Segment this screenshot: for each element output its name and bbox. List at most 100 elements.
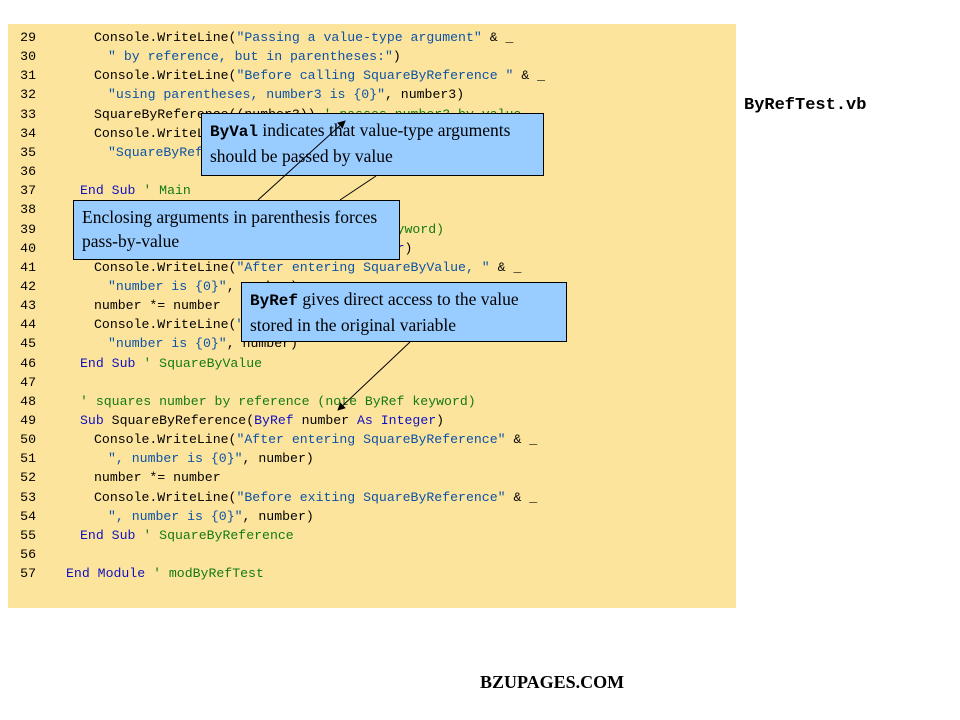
line-number: 48: [20, 393, 36, 409]
line-number: 38: [20, 202, 36, 218]
code-text: & _: [481, 30, 514, 45]
code-line: 30 " by reference, but in parentheses:"): [8, 47, 401, 66]
line-number: 54: [20, 508, 36, 524]
code-comment: ' modByRefTest: [153, 566, 264, 582]
parens-callout: Enclosing arguments in parenthesis force…: [73, 200, 400, 260]
code-text: Console.WriteLine(: [94, 30, 237, 45]
line-number: 47: [20, 374, 36, 390]
code-text: & _: [505, 489, 538, 505]
arrow-parens-to-line33: [339, 175, 377, 201]
code-line: 50 Console.WriteLine("After entering Squa…: [8, 430, 537, 449]
code-string: "After entering SquareByValue, ": [236, 259, 490, 275]
code-string: "Before exiting SquareByReference": [236, 489, 506, 505]
code-line: 52 number *= number: [8, 468, 221, 487]
line-number: 40: [20, 240, 36, 256]
code-comment: ' SquareByValue: [143, 355, 263, 371]
line-number: 43: [20, 298, 36, 314]
code-line: 32"using parentheses, number3 is {0}", n…: [8, 85, 464, 104]
code-text: , number): [242, 508, 314, 524]
line-number: 36: [20, 164, 36, 180]
line-number: 56: [20, 547, 36, 563]
code-text: SquareByReference(: [103, 413, 255, 428]
code-line: 37 End Sub ' Main: [8, 181, 191, 200]
code-string: "number is {0}": [108, 336, 227, 352]
code-line: 53 Console.WriteLine("Before exiting Squa…: [8, 488, 537, 507]
code-text: number *= number: [94, 298, 221, 314]
code-comment: ' Main: [143, 183, 191, 199]
line-number: 52: [20, 470, 36, 486]
byref-callout-text: gives direct access to the value stored …: [250, 289, 519, 335]
byval-callout: ByVal indicates that value-type argument…: [201, 113, 544, 176]
line-number: 44: [20, 317, 36, 333]
code-text: & _: [489, 259, 522, 275]
code-keyword: End Sub: [80, 355, 136, 371]
line-number: 46: [20, 355, 36, 371]
code-string: " by reference, but in parentheses:": [108, 49, 393, 65]
code-string: "Passing a value-type argument": [236, 30, 482, 45]
byref-callout: ByRef gives direct access to the value s…: [241, 282, 567, 342]
line-number: 51: [20, 451, 36, 467]
code-string: ", number is {0}": [108, 451, 243, 467]
code-text: ): [404, 240, 413, 256]
code-keyword: End Sub: [80, 527, 136, 543]
code-comment: ' squares number by reference (note ByRe…: [80, 393, 476, 409]
code-string: ", number is {0}": [108, 508, 243, 524]
footer-watermark: BZUPAGES.COM: [480, 672, 625, 692]
arrow-byref-to-line49: [337, 341, 411, 411]
code-text: ): [392, 49, 401, 65]
code-string: "Before calling SquareByReference ": [236, 68, 514, 84]
line-number: 53: [20, 489, 36, 505]
code-text: , number): [242, 451, 314, 467]
parens-callout-text: Enclosing arguments in parenthesis force…: [82, 207, 378, 251]
line-number: 35: [20, 144, 36, 160]
line-number: 45: [20, 336, 36, 352]
code-text: Console.WriteLine(: [94, 489, 237, 505]
code-line: 51 ", number is {0}", number): [8, 449, 314, 468]
code-line: 55 End Sub ' SquareByReference: [8, 526, 294, 545]
code-string: "using parentheses, number3 is {0}": [108, 87, 385, 103]
code-keyword: As: [357, 413, 373, 428]
line-number: 34: [20, 125, 36, 141]
line-number: 49: [20, 413, 36, 428]
arrow-parens-to-line40: [257, 120, 346, 201]
code-text: & _: [513, 68, 546, 84]
line-number: 33: [20, 106, 36, 122]
code-line: 43 number *= number: [8, 296, 221, 315]
line-number: 32: [20, 87, 36, 103]
code-string: "After entering SquareByReference": [236, 432, 506, 448]
line-number: 29: [20, 30, 36, 45]
code-keyword: Integer: [380, 413, 437, 428]
line-number: 42: [20, 278, 36, 294]
code-line: 54 ", number is {0}", number): [8, 507, 314, 526]
code-line: 47: [8, 373, 52, 392]
code-line: 36: [8, 162, 52, 181]
code-text: Console.WriteLine(: [94, 125, 237, 141]
code-text: number *= number: [94, 470, 221, 486]
line-number: 50: [20, 432, 36, 448]
code-text: ): [436, 413, 445, 428]
code-keyword: End Module: [66, 566, 146, 582]
code-comment: ' SquareByReference: [143, 527, 294, 543]
code-text: number: [293, 413, 358, 428]
code-line: 38: [8, 200, 52, 219]
code-line: 56: [8, 545, 52, 564]
line-number: 30: [20, 49, 36, 65]
file-name-label: ByRefTest.vb: [744, 96, 867, 115]
line-number: 37: [20, 183, 36, 199]
code-keyword: Sub: [80, 413, 104, 428]
code-line: 48 ' squares number by reference (note By…: [8, 392, 476, 411]
code-keyword: End Sub: [80, 183, 136, 199]
line-number: 55: [20, 527, 36, 543]
code-text: Console.WriteLine(: [94, 68, 237, 84]
code-string: "number is {0}": [108, 278, 227, 294]
code-line: 46 End Sub ' SquareByValue: [8, 354, 262, 373]
line-number: 39: [20, 221, 36, 237]
byval-keyword: ByVal: [210, 123, 259, 141]
code-line: 29 Console.WriteLine("Passing a value-typ…: [8, 28, 513, 47]
code-text: Console.WriteLine(: [94, 432, 237, 448]
